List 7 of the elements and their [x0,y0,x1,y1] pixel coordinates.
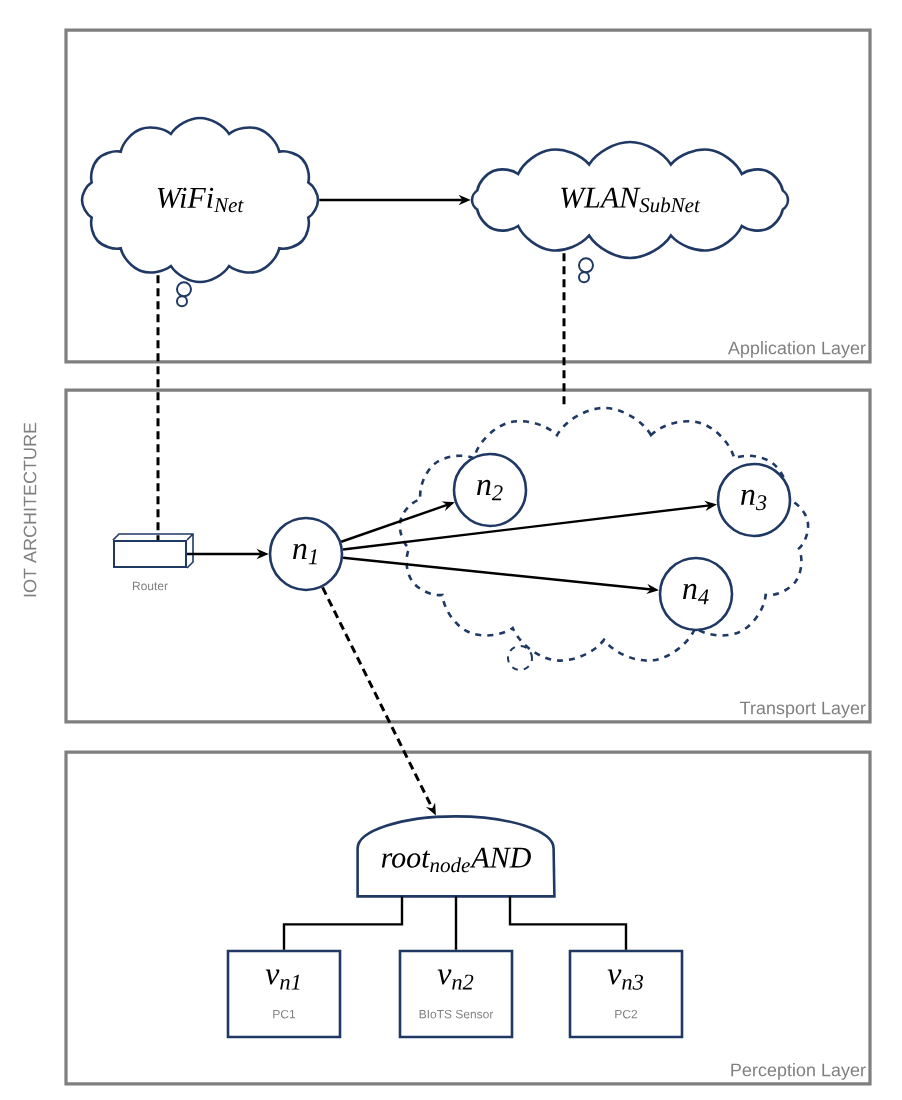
side-label: IOT ARCHITECTURE [23,422,37,597]
dashed-connector [156,275,160,540]
dashed-connector [562,253,566,407]
connector-line [454,896,458,950]
connector-line [508,896,628,950]
connector-line [282,896,404,950]
dashed-cloud [398,406,810,671]
